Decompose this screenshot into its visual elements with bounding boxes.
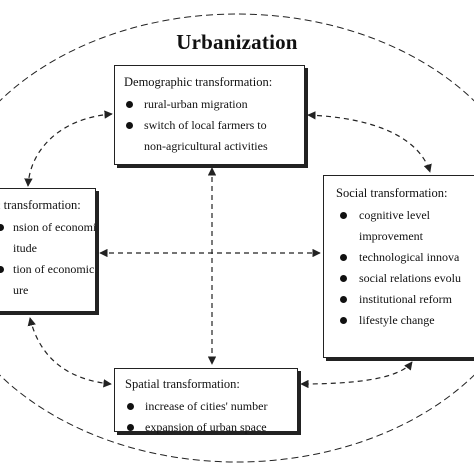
social-spatial-arrow <box>300 361 413 389</box>
list-item: social relations evolu <box>336 268 474 289</box>
list-item-continuation: itude <box>13 241 37 255</box>
list-item: rural-urban migration <box>124 94 304 115</box>
demographic-economic-arrow <box>24 110 113 187</box>
bullet-icon <box>127 403 134 410</box>
bullet-icon <box>340 254 347 261</box>
economic-title: c transformation: <box>0 198 81 212</box>
list-item: cognitive level <box>336 205 474 226</box>
demographic-transformation-box: Demographic transformation: rural-urban … <box>114 65 305 165</box>
list-item: nsion of economic <box>0 217 95 238</box>
bullet-icon <box>126 122 133 129</box>
bullet-icon <box>340 296 347 303</box>
diagram-title: Urbanization <box>176 30 298 54</box>
list-item: expansion of urban space <box>125 417 297 438</box>
economic-spatial-arrow <box>27 317 112 388</box>
economic-list: nsion of economic itude tion of economic… <box>0 217 95 301</box>
social-list: cognitive level improvement technologica… <box>336 205 474 331</box>
bullet-icon <box>340 212 347 219</box>
bullet-icon <box>126 101 133 108</box>
spatial-list: increase of cities' number expansion of … <box>125 396 297 438</box>
list-item: switch of local farmers to <box>124 115 304 136</box>
demographic-list: rural-urban migration switch of local fa… <box>124 94 304 157</box>
list-item: tion of economic <box>0 259 95 280</box>
bullet-icon <box>0 266 4 273</box>
bullet-icon <box>340 317 347 324</box>
list-item-continuation: ure <box>13 283 29 297</box>
social-transformation-box: Social transformation: cognitive level i… <box>323 175 474 358</box>
economic-transformation-box: c transformation: nsion of economic itud… <box>0 188 96 312</box>
list-item: increase of cities' number <box>125 396 297 417</box>
demographic-social-arrow <box>307 111 432 173</box>
list-item: lifestyle change <box>336 310 474 331</box>
list-item-continuation: improvement <box>359 229 423 243</box>
spatial-title: Spatial transformation: <box>125 377 240 391</box>
urbanization-boundary-ellipse <box>0 13 474 463</box>
bullet-icon <box>0 224 4 231</box>
bullet-icon <box>127 424 134 431</box>
list-item-continuation: non-agricultural activities <box>144 139 268 153</box>
spatial-transformation-box: Spatial transformation: increase of citi… <box>114 368 298 434</box>
bullet-icon <box>340 275 347 282</box>
social-title: Social transformation: <box>336 186 448 200</box>
list-item: institutional reform <box>336 289 474 310</box>
demographic-title: Demographic transformation: <box>124 75 273 89</box>
list-item: technological innova <box>336 247 474 268</box>
